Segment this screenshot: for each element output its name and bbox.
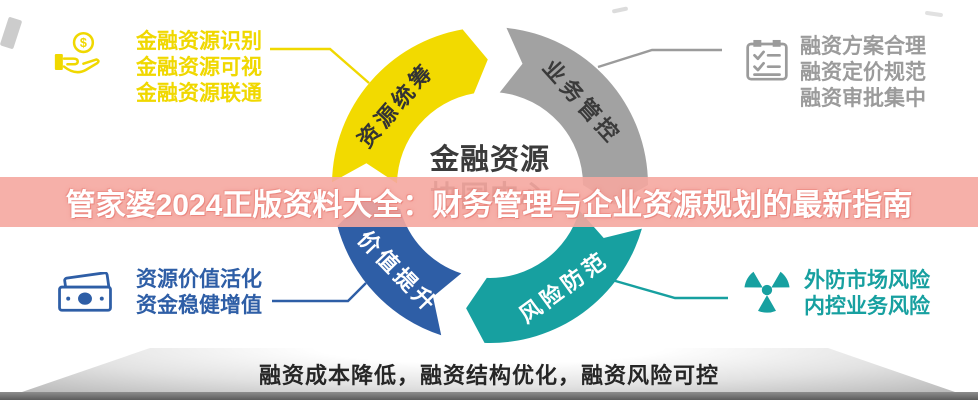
callout-line: 金融资源识别 [136, 30, 262, 53]
hub-title: 金融资源 [429, 144, 551, 176]
callout-line: 资金稳健增值 [136, 294, 262, 317]
ring-segment-risk-prevention [466, 210, 642, 343]
callout-line: 资源价值活化 [136, 268, 262, 291]
callout-bottom-right: 外防市场风险 内控业务风险 [804, 268, 930, 320]
title-banner: 管家婆2024正版资料大全：财务管理与企业资源规划的最新指南 [0, 177, 978, 227]
coin-in-hand-icon: $ [52, 30, 108, 83]
svg-text:$: $ [80, 36, 87, 50]
platform-front-edge [0, 392, 978, 400]
ring-segment-business-control [499, 27, 648, 205]
radiation-icon [740, 264, 794, 321]
platform-caption: 融资成本降低，融资结构优化，融资风险可控 [258, 363, 719, 388]
connector-bottom-right [611, 278, 728, 300]
platform-base [22, 348, 955, 392]
banknotes-icon [54, 271, 116, 321]
callout-top-left: 金融资源识别 金融资源可视 金融资源联通 [136, 29, 262, 107]
ring-segment-value-upgrade [337, 198, 462, 336]
connector-bottom-left [272, 282, 367, 303]
callout-line: 金融资源联通 [136, 82, 262, 105]
callout-line: 融资定价规范 [800, 61, 926, 84]
ring-segments [332, 27, 648, 343]
callout-bottom-left: 资源价值活化 资金稳健增值 [136, 267, 262, 319]
ring-segment-resource-coordination [332, 29, 488, 184]
callout-line: 外防市场风险 [804, 269, 930, 292]
callout-line: 融资方案合理 [800, 35, 926, 58]
checklist-icon [742, 38, 792, 89]
callout-line: 金融资源可视 [136, 56, 262, 79]
connector-top-right [597, 48, 722, 69]
connector-top-left [270, 47, 370, 84]
banner-title: 管家婆2024正版资料大全：财务管理与企业资源规划的最新指南 [65, 189, 913, 222]
callout-line: 内控业务风险 [804, 295, 930, 318]
callout-top-right: 融资方案合理 融资定价规范 融资审批集中 [800, 34, 926, 112]
callout-line: 融资审批集中 [800, 87, 926, 110]
